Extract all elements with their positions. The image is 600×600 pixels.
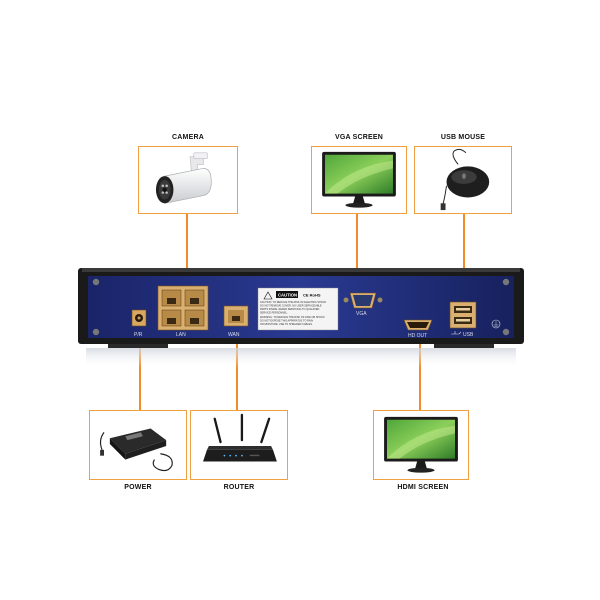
caution-label: CAUTION CE RoHS CAUTION: TO REDUCE THE R… — [257, 287, 339, 331]
caution-line: DO NOT REMOVE COVER. NO USER SERVICEABLE — [260, 305, 322, 308]
router-wire — [236, 334, 238, 410]
router-box — [190, 410, 288, 480]
ground-icon — [491, 319, 501, 329]
hdmi-screen-title: HDMI SCREEN — [397, 484, 449, 491]
vga-wire — [356, 214, 358, 288]
monitor-icon — [384, 416, 458, 473]
power-wire — [139, 340, 141, 410]
router-title: ROUTER — [223, 484, 255, 491]
nvr-rear-panel: P/R LAN WAN CAUTION CE RoHS CAUTION: TO … — [78, 268, 524, 368]
wan-port-label: WAN — [228, 332, 240, 338]
monitor-icon — [322, 151, 396, 208]
camera-title: CAMERA — [172, 134, 204, 141]
caution-line: CAUTION: TO REDUCE THE RISK OF ELECTRIC … — [260, 301, 327, 304]
hdmi-wire — [419, 332, 421, 410]
lan-ports — [157, 285, 209, 331]
mouse-icon — [440, 148, 490, 211]
caution-line: SERVICE PERSONNEL. — [260, 312, 288, 315]
power-title: POWER — [124, 484, 152, 491]
usb-mouse-title: USB MOUSE — [440, 134, 486, 141]
vga-port-label: VGA — [356, 311, 367, 317]
usb-wire — [463, 214, 465, 300]
usb-mouse-box — [414, 146, 512, 214]
hdmi-screen-box — [373, 410, 469, 480]
hdmi-port-label: HD OUT — [408, 333, 427, 339]
camera-wire — [186, 214, 188, 286]
caution-line: PARTS INSIDE. REFER SERVICING TO QUALIFI… — [260, 308, 320, 311]
caution-heading: CAUTION — [278, 293, 297, 298]
power-port — [131, 309, 147, 327]
router-icon — [203, 413, 277, 462]
power-adapter-icon — [99, 428, 173, 472]
caution-line: OR MOISTURE. USE TO SHIELDED CABLES. — [260, 323, 313, 326]
caution-line: DO NOT EXPOSE THIS APPARATUS TO RAIN — [260, 320, 313, 323]
usb-ports — [449, 301, 477, 329]
bullet-camera-icon — [155, 152, 212, 204]
wan-port — [223, 305, 249, 327]
usb-port-label: USB — [463, 332, 474, 338]
lan-port-label: LAN — [176, 332, 186, 338]
caution-line: WARNING: TO REDUCE THE RISK OF FIRE OR S… — [260, 316, 325, 319]
usb-icon — [451, 331, 462, 335]
camera-box — [138, 146, 238, 214]
vga-screen-title: VGA SCREEN — [334, 134, 384, 141]
power-port-label: P/R — [134, 332, 143, 338]
power-box — [89, 410, 187, 480]
hdmi-port — [403, 319, 433, 331]
vga-screen-box — [311, 146, 407, 214]
certification-marks: CE RoHS — [303, 293, 321, 298]
vga-port — [343, 292, 383, 309]
